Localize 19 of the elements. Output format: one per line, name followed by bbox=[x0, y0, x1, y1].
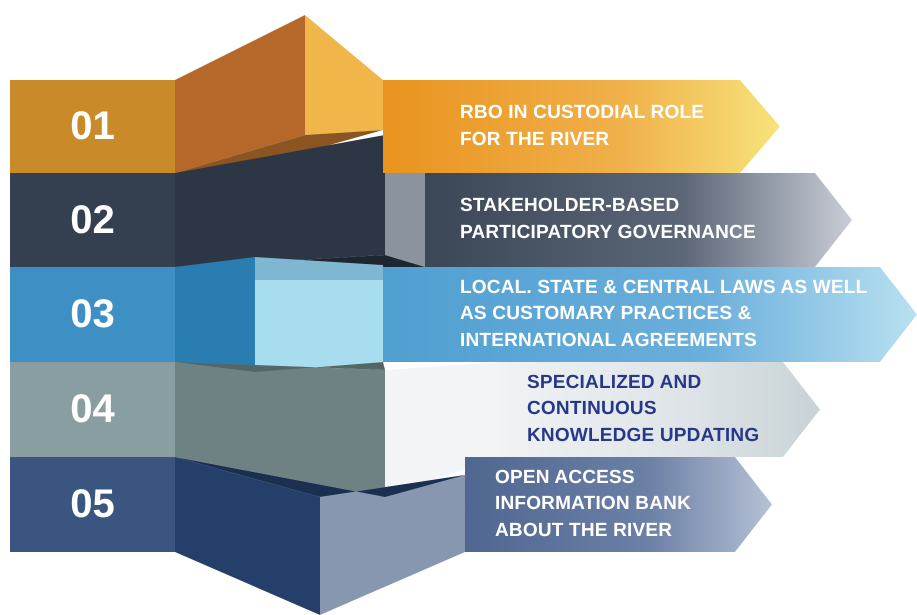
step-label: OPEN ACCESS INFORMATION BANK ABOUT THE RIVER bbox=[495, 466, 692, 543]
number-panel bbox=[10, 267, 175, 362]
arrow-banner bbox=[465, 457, 772, 552]
step-number: 05 bbox=[70, 482, 115, 527]
number-panel bbox=[10, 173, 175, 267]
arrow-banner bbox=[425, 173, 852, 267]
number-panel bbox=[10, 362, 175, 457]
number-panel bbox=[10, 457, 175, 552]
step-label: STAKEHOLDER-BASED PARTICIPATORY GOVERNANCE bbox=[460, 194, 757, 245]
step-number: 03 bbox=[70, 292, 115, 337]
arrow-banner bbox=[383, 267, 917, 362]
step-number: 01 bbox=[70, 104, 115, 149]
step-label: RBO IN CUSTODIAL ROLE FOR THE RIVER bbox=[460, 100, 706, 152]
step-label: SPECIALIZED AND CONTINUOUS KNOWLEDGE UPDATING bbox=[527, 370, 760, 448]
step-number: 02 bbox=[70, 198, 115, 242]
number-panel bbox=[10, 80, 175, 173]
arrow-banner bbox=[383, 80, 780, 173]
step-label: LOCAL. STATE & CENTRAL LAWS AS WELL AS CUSTOMARY PRACTICES & INTERNATIONAL AGREEMENTS bbox=[460, 276, 868, 353]
step-number: 04 bbox=[70, 387, 115, 432]
